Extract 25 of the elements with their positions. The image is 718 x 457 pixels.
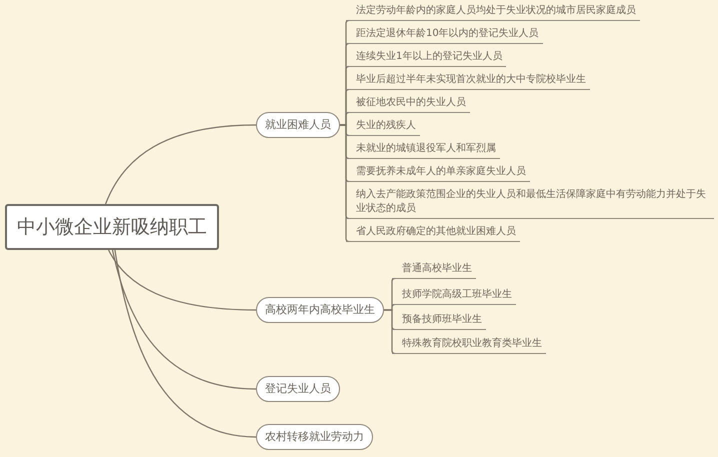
connector-line xyxy=(384,309,396,354)
underlined-subtopic: 普通高校毕业生 xyxy=(392,262,476,279)
branch-curve xyxy=(108,250,256,311)
underlined-subtopic: 连续失业1年以上的登记失业人员 xyxy=(346,50,506,67)
underlined-subtopic: 省人民政府确定的其他就业困难人员 xyxy=(346,225,520,242)
underlined-subtopic: 需要抚养未成年人的单亲家庭失业人员 xyxy=(346,165,530,182)
underlined-subtopic: 预备技师班毕业生 xyxy=(392,313,486,330)
underlined-subtopic: 距法定退休年龄10年以内的登记失业人员 xyxy=(346,27,543,44)
central-topic-box: 中小微企业新吸纳职工 xyxy=(5,204,219,250)
topic-pill: 农村转移就业劳动力 xyxy=(256,424,373,450)
underlined-subtopic: 失业的残疾人 xyxy=(346,119,420,136)
topic-pill: 登记失业人员 xyxy=(256,376,340,402)
underlined-subtopic: 特殊教育院校职业教育类毕业生 xyxy=(392,337,546,354)
underlined-subtopic: 纳入去产能政策范围企业的失业人员和最低生活保障家庭中有劳动能力并处于失业状态的成员 xyxy=(346,188,714,219)
branch-curve xyxy=(105,124,256,204)
underlined-subtopic: 技师学院高级工班毕业生 xyxy=(392,288,516,305)
topic-pill: 就业困难人员 xyxy=(256,112,340,138)
underlined-subtopic: 未就业的城镇退役军人和军烈属 xyxy=(346,142,500,159)
connector-line xyxy=(340,124,350,242)
underlined-subtopic: 毕业后超过半年未实现首次就业的大中专院校毕业生 xyxy=(346,73,590,90)
branch-curve xyxy=(112,250,256,390)
underlined-subtopic: 法定劳动年龄内的家庭人员均处于失业状况的城市居民家庭成员 xyxy=(346,4,640,21)
underlined-subtopic: 被征地农民中的失业人员 xyxy=(346,96,470,113)
topic-pill: 高校两年内高校毕业生 xyxy=(256,297,384,323)
branch-curve xyxy=(114,250,256,438)
